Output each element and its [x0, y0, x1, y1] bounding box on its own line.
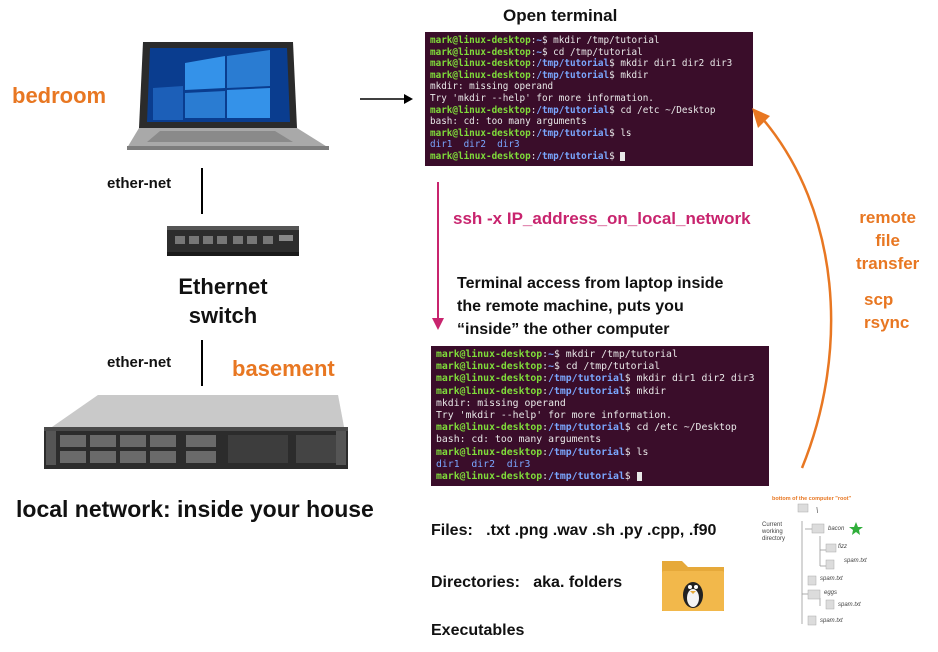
terminal-line: mark@linux-desktop:~$ cd /tmp/tutorial	[436, 361, 661, 373]
remote-file-transfer-label: remote file transfer	[856, 206, 919, 275]
terminal-access-line-2: the remote machine, puts you	[457, 298, 684, 315]
terminal-lines: mark@linux-desktop:~$ mkdir /tmp/tutoria…	[436, 349, 764, 483]
scp-label: scp	[864, 290, 894, 309]
tree-item-eggs: eggs	[824, 590, 838, 596]
ethernet-cable-top	[201, 168, 203, 214]
ssh-command-text: ssh -x IP_address_on_local_network	[453, 209, 751, 228]
terminal-access-description: Terminal access from laptop inside the r…	[457, 272, 723, 341]
terminal-access-line-1: Terminal access from laptop inside	[457, 275, 724, 292]
terminal-line: dir1 dir2 dir3	[430, 139, 520, 151]
directories-label: Directories: aka. folders	[431, 574, 623, 591]
terminal-line: bash: cd: too many arguments	[430, 116, 587, 128]
cursor	[636, 471, 642, 481]
terminal-access-line-3: “inside” the other computer	[457, 321, 670, 338]
cursor	[620, 151, 626, 161]
ethernet-switch-icon	[167, 226, 299, 256]
remote-label-2: file	[875, 231, 900, 250]
directory-tree: bottom of the computer "root" \ Current …	[762, 496, 922, 636]
ethernet-switch-label: Ethernet switch	[168, 272, 278, 330]
terminal-line: mkdir: missing operand	[430, 81, 554, 93]
arrow-right-icon	[360, 94, 413, 104]
terminal-line: mark@linux-desktop:~$ mkdir /tmp/tutoria…	[436, 349, 678, 360]
tree-item-bacon: bacon	[828, 526, 845, 532]
bedroom-label: bedroom	[12, 83, 107, 108]
terminal-line: mark@linux-desktop:/tmp/tutorial$	[436, 471, 764, 483]
terminal-line: mark@linux-desktop:~$ mkdir /tmp/tutoria…	[430, 35, 660, 46]
cwd-label: Current working directory	[762, 522, 785, 543]
tree-item-spam-4: spam.txt	[820, 618, 843, 624]
terminal-line: Try 'mkdir --help' for more information.	[430, 92, 654, 104]
cwd-label-2: working	[762, 529, 783, 535]
remote-transfer-arrow-icon	[752, 108, 833, 469]
terminal-line: mark@linux-desktop:~$ cd /tmp/tutorial	[430, 46, 643, 58]
star-icon	[849, 522, 863, 535]
cwd-label-1: Current	[762, 522, 783, 528]
linux-folder-icon	[662, 561, 724, 611]
ethernet-switch-label-2: switch	[188, 303, 258, 328]
tree-item-spam-2: spam.txt	[820, 576, 843, 582]
terminal-window-top: mark@linux-desktop:~$ mkdir /tmp/tutoria…	[425, 32, 753, 166]
ssh-arrow-icon	[432, 182, 444, 330]
laptop-icon	[127, 42, 329, 150]
terminal-line: Try 'mkdir --help' for more information.	[436, 410, 672, 422]
terminal-line: mark@linux-desktop:/tmp/tutorial$ ls	[430, 127, 632, 139]
ethernet-switch-label-1: Ethernet	[178, 274, 268, 299]
terminal-line: mark@linux-desktop:/tmp/tutorial$ mkdir	[436, 385, 667, 397]
tree-item-spam-3: spam.txt	[838, 602, 861, 608]
ether-net-label-top: ether-net	[107, 175, 172, 192]
files-label: Files: .txt .png .wav .sh .py .cpp, .f90	[431, 522, 717, 539]
terminal-line: dir1 dir2 dir3	[436, 458, 531, 470]
terminal-line: mark@linux-desktop:/tmp/tutorial$ mkdir …	[430, 58, 733, 70]
basement-label: basement	[232, 356, 335, 381]
server-icon	[44, 395, 348, 469]
ethernet-cable-bottom	[201, 340, 203, 386]
cwd-label-3: directory	[762, 536, 786, 542]
terminal-line: bash: cd: too many arguments	[436, 434, 602, 446]
tree-item-fizz: fizz	[838, 544, 847, 550]
open-terminal-title: Open terminal	[503, 6, 618, 25]
terminal-lines: mark@linux-desktop:~$ mkdir /tmp/tutoria…	[430, 35, 748, 163]
local-network-caption: local network: inside your house	[16, 496, 374, 522]
remote-label-1: remote	[859, 208, 916, 227]
terminal-line: mark@linux-desktop:/tmp/tutorial$ mkdir	[430, 69, 649, 81]
terminal-line: mark@linux-desktop:/tmp/tutorial$ cd /et…	[436, 422, 737, 434]
tree-root: \	[816, 506, 819, 515]
tree-title: bottom of the computer "root"	[772, 496, 852, 502]
terminal-line: mark@linux-desktop:/tmp/tutorial$ cd /et…	[430, 104, 716, 116]
executables-label: Executables	[431, 622, 525, 639]
tree-item-spam-1: spam.txt	[844, 558, 867, 564]
terminal-line: mark@linux-desktop:/tmp/tutorial$	[430, 151, 748, 163]
tree-lines	[797, 503, 863, 626]
rsync-label: rsync	[864, 313, 910, 332]
remote-label-3: transfer	[856, 254, 920, 273]
transfer-commands: scp rsync	[864, 288, 909, 334]
terminal-line: mark@linux-desktop:/tmp/tutorial$ ls	[436, 446, 649, 458]
ether-net-label-bottom: ether-net	[107, 354, 172, 371]
terminal-line: mark@linux-desktop:/tmp/tutorial$ mkdir …	[436, 373, 755, 385]
terminal-line: mkdir: missing operand	[436, 397, 566, 409]
terminal-window-bottom: mark@linux-desktop:~$ mkdir /tmp/tutoria…	[431, 346, 769, 486]
